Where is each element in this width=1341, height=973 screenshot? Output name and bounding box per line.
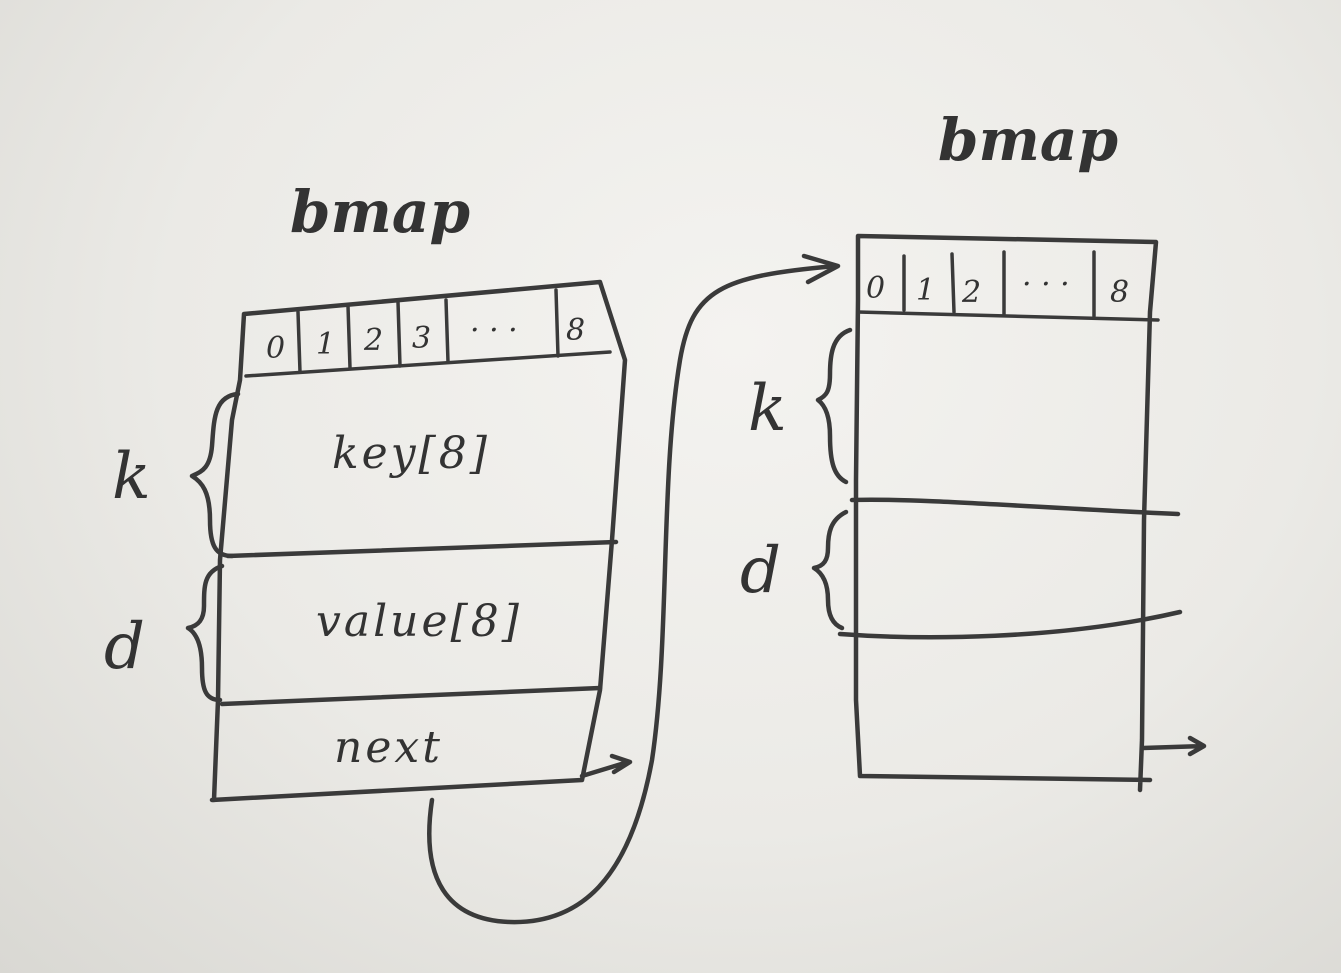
left-next-field: next	[334, 722, 443, 773]
left-slot-2: 2	[363, 323, 383, 358]
next-pointer-curve	[427, 263, 839, 925]
right-slot-dividers	[902, 250, 1096, 318]
left-slot-ellipsis: · · ·	[470, 313, 518, 348]
left-brace-d	[185, 563, 225, 703]
right-header-bottom	[856, 310, 1160, 322]
right-key-data-divider	[849, 497, 1181, 517]
left-slot-0: 0	[266, 331, 285, 366]
right-slot-1: 1	[916, 273, 935, 308]
left-slot-8: 8	[566, 313, 585, 348]
right-brace-d-label: d	[740, 534, 781, 608]
right-data-next-divider	[837, 609, 1183, 640]
right-slot-8: 8	[1110, 275, 1129, 310]
left-slot-1: 1	[316, 327, 335, 362]
right-slot-ellipsis: · · ·	[1022, 267, 1070, 302]
left-brace-k	[189, 391, 241, 559]
right-brace-k	[815, 327, 853, 485]
left-value-field: value[8]	[316, 596, 522, 647]
left-header-bottom	[244, 350, 612, 378]
right-brace-k-label: k	[748, 372, 787, 446]
right-next-arrow	[1139, 735, 1207, 757]
left-key-field: key[8]	[332, 428, 490, 479]
left-key-value-divider	[225, 539, 619, 559]
right-brace-d	[811, 509, 849, 631]
right-slot-0: 0	[866, 271, 885, 306]
left-brace-d-label: d	[104, 610, 145, 684]
left-title: bmap	[290, 178, 470, 246]
right-title: bmap	[938, 106, 1118, 174]
right-slot-2: 2	[961, 275, 981, 310]
left-brace-k-label: k	[112, 440, 151, 514]
left-slot-3: 3	[412, 321, 431, 356]
left-slot-dividers	[296, 288, 560, 374]
next-pointer-arrowhead	[801, 253, 841, 285]
left-value-next-divider	[219, 685, 603, 707]
left-next-arrow-stub	[579, 753, 633, 779]
